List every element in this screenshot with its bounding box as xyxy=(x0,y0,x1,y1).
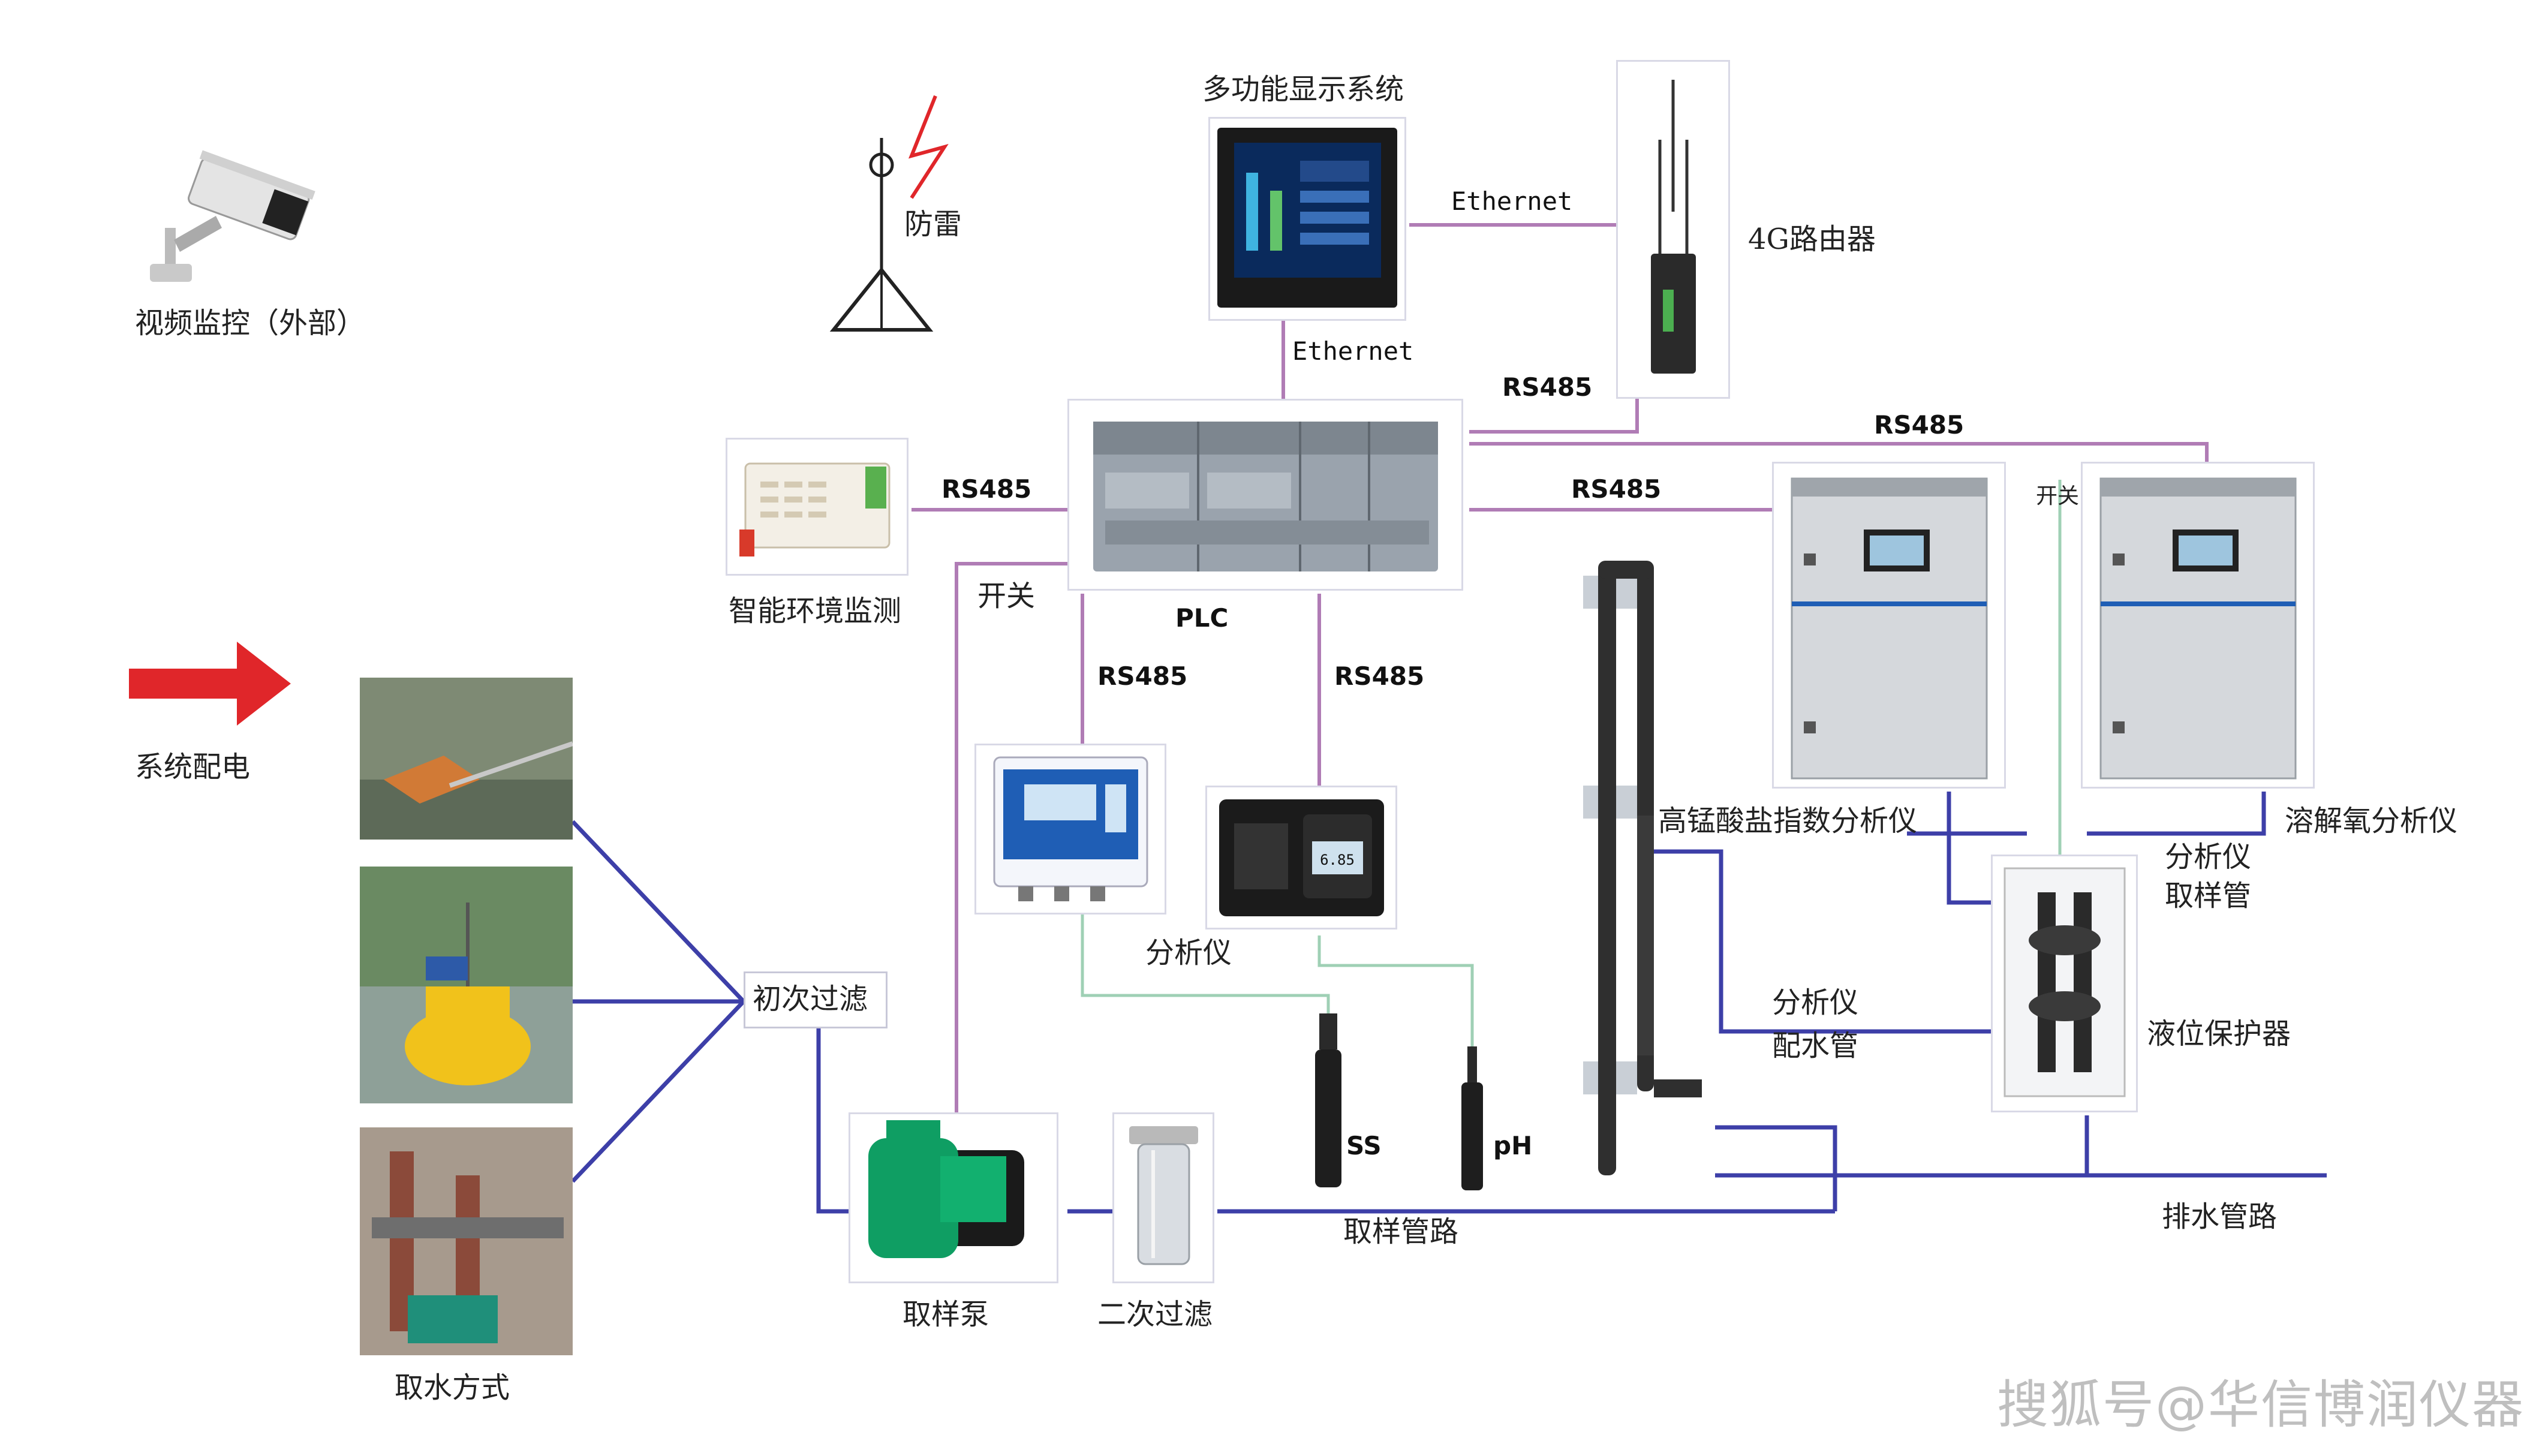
router-label: 4G路由器 xyxy=(1748,222,1876,256)
rs485-permanganate-label: RS485 xyxy=(1571,474,1662,504)
secondary-filter-frame xyxy=(1112,1112,1214,1283)
analyzer-sampling-tube-label-1: 分析仪 xyxy=(2165,840,2252,874)
display-frame xyxy=(1208,117,1406,321)
switch-right-label: 开关 xyxy=(2036,484,2080,509)
ph-label: pH xyxy=(1493,1131,1533,1160)
analyzer2-frame: 6.85 xyxy=(1205,786,1397,929)
primary-filter-box xyxy=(744,971,888,1028)
water-lines xyxy=(571,792,2327,1214)
ph-sensor xyxy=(1448,1046,1496,1196)
rs485-analyzer2-label: RS485 xyxy=(1334,661,1425,691)
watermark: 搜狐号@华信博润仪器 xyxy=(1997,1375,2525,1435)
sampling-column xyxy=(1571,552,1721,1187)
rs485-analyzer1-label: RS485 xyxy=(1097,661,1188,691)
rs485-top-analyzers-label: RS485 xyxy=(1874,410,1965,440)
rs485-router-label: RS485 xyxy=(1502,372,1593,402)
intake-photo-2 xyxy=(360,867,573,1103)
analyzer1-frame xyxy=(974,744,1166,914)
analyzer2-reading: 6.85 xyxy=(1320,852,1355,868)
permanganate-analyzer-frame xyxy=(1772,462,2006,789)
plc-label: PLC xyxy=(1175,603,1229,633)
rs485-env-label: RS485 xyxy=(941,474,1032,504)
eth-display-plc-label: Ethernet xyxy=(1292,336,1414,366)
permanganate-label: 高锰酸盐指数分析仪 xyxy=(1658,804,1918,838)
pump-label: 取样泵 xyxy=(903,1298,989,1331)
analyzer-water-tube-label-1: 分析仪 xyxy=(1772,986,1859,1019)
lightning-rod-image xyxy=(822,90,983,342)
ss-label: SS xyxy=(1346,1131,1382,1160)
do-analyzer-label: 溶解氧分析仪 xyxy=(2285,804,2458,838)
camera-label: 视频监控（外部） xyxy=(135,306,366,340)
eth-display-router-label: Ethernet xyxy=(1451,186,1573,216)
camera-image xyxy=(138,150,330,288)
secondary-filter-label: 二次过滤 xyxy=(1097,1298,1213,1331)
analyzer-water-tube-label-2: 配水管 xyxy=(1772,1029,1859,1063)
power-arrow xyxy=(129,642,291,726)
env-monitor-label: 智能环境监测 xyxy=(729,594,902,628)
sample-pipe-label: 取样管路 xyxy=(1343,1215,1459,1249)
analyzer-small-label: 分析仪 xyxy=(1145,936,1232,970)
analyzer-sampling-tube-label-2: 取样管 xyxy=(2165,879,2252,913)
intake-photo-1 xyxy=(360,678,573,840)
water-intake-label: 取水方式 xyxy=(395,1371,510,1404)
display-label: 多功能显示系统 xyxy=(1202,73,1404,106)
level-protector-frame xyxy=(1991,855,2138,1112)
primary-filter-label: 初次过滤 xyxy=(753,982,868,1016)
lightning-label: 防雷 xyxy=(904,207,962,241)
level-protector-label: 液位保护器 xyxy=(2147,1017,2291,1051)
switch-left-label: 开关 xyxy=(977,579,1036,613)
signal-lines xyxy=(911,223,2209,1121)
do-analyzer-frame xyxy=(2081,462,2315,789)
ss-sensor xyxy=(1304,1013,1352,1193)
router-frame xyxy=(1616,60,1730,399)
drain-pipe-label: 排水管路 xyxy=(2162,1200,2278,1234)
env-monitor-frame xyxy=(726,438,909,576)
intake-photo-3 xyxy=(360,1127,573,1355)
pump-frame xyxy=(849,1112,1058,1283)
plc-frame xyxy=(1067,399,1463,591)
power-label: 系统配电 xyxy=(135,750,251,784)
